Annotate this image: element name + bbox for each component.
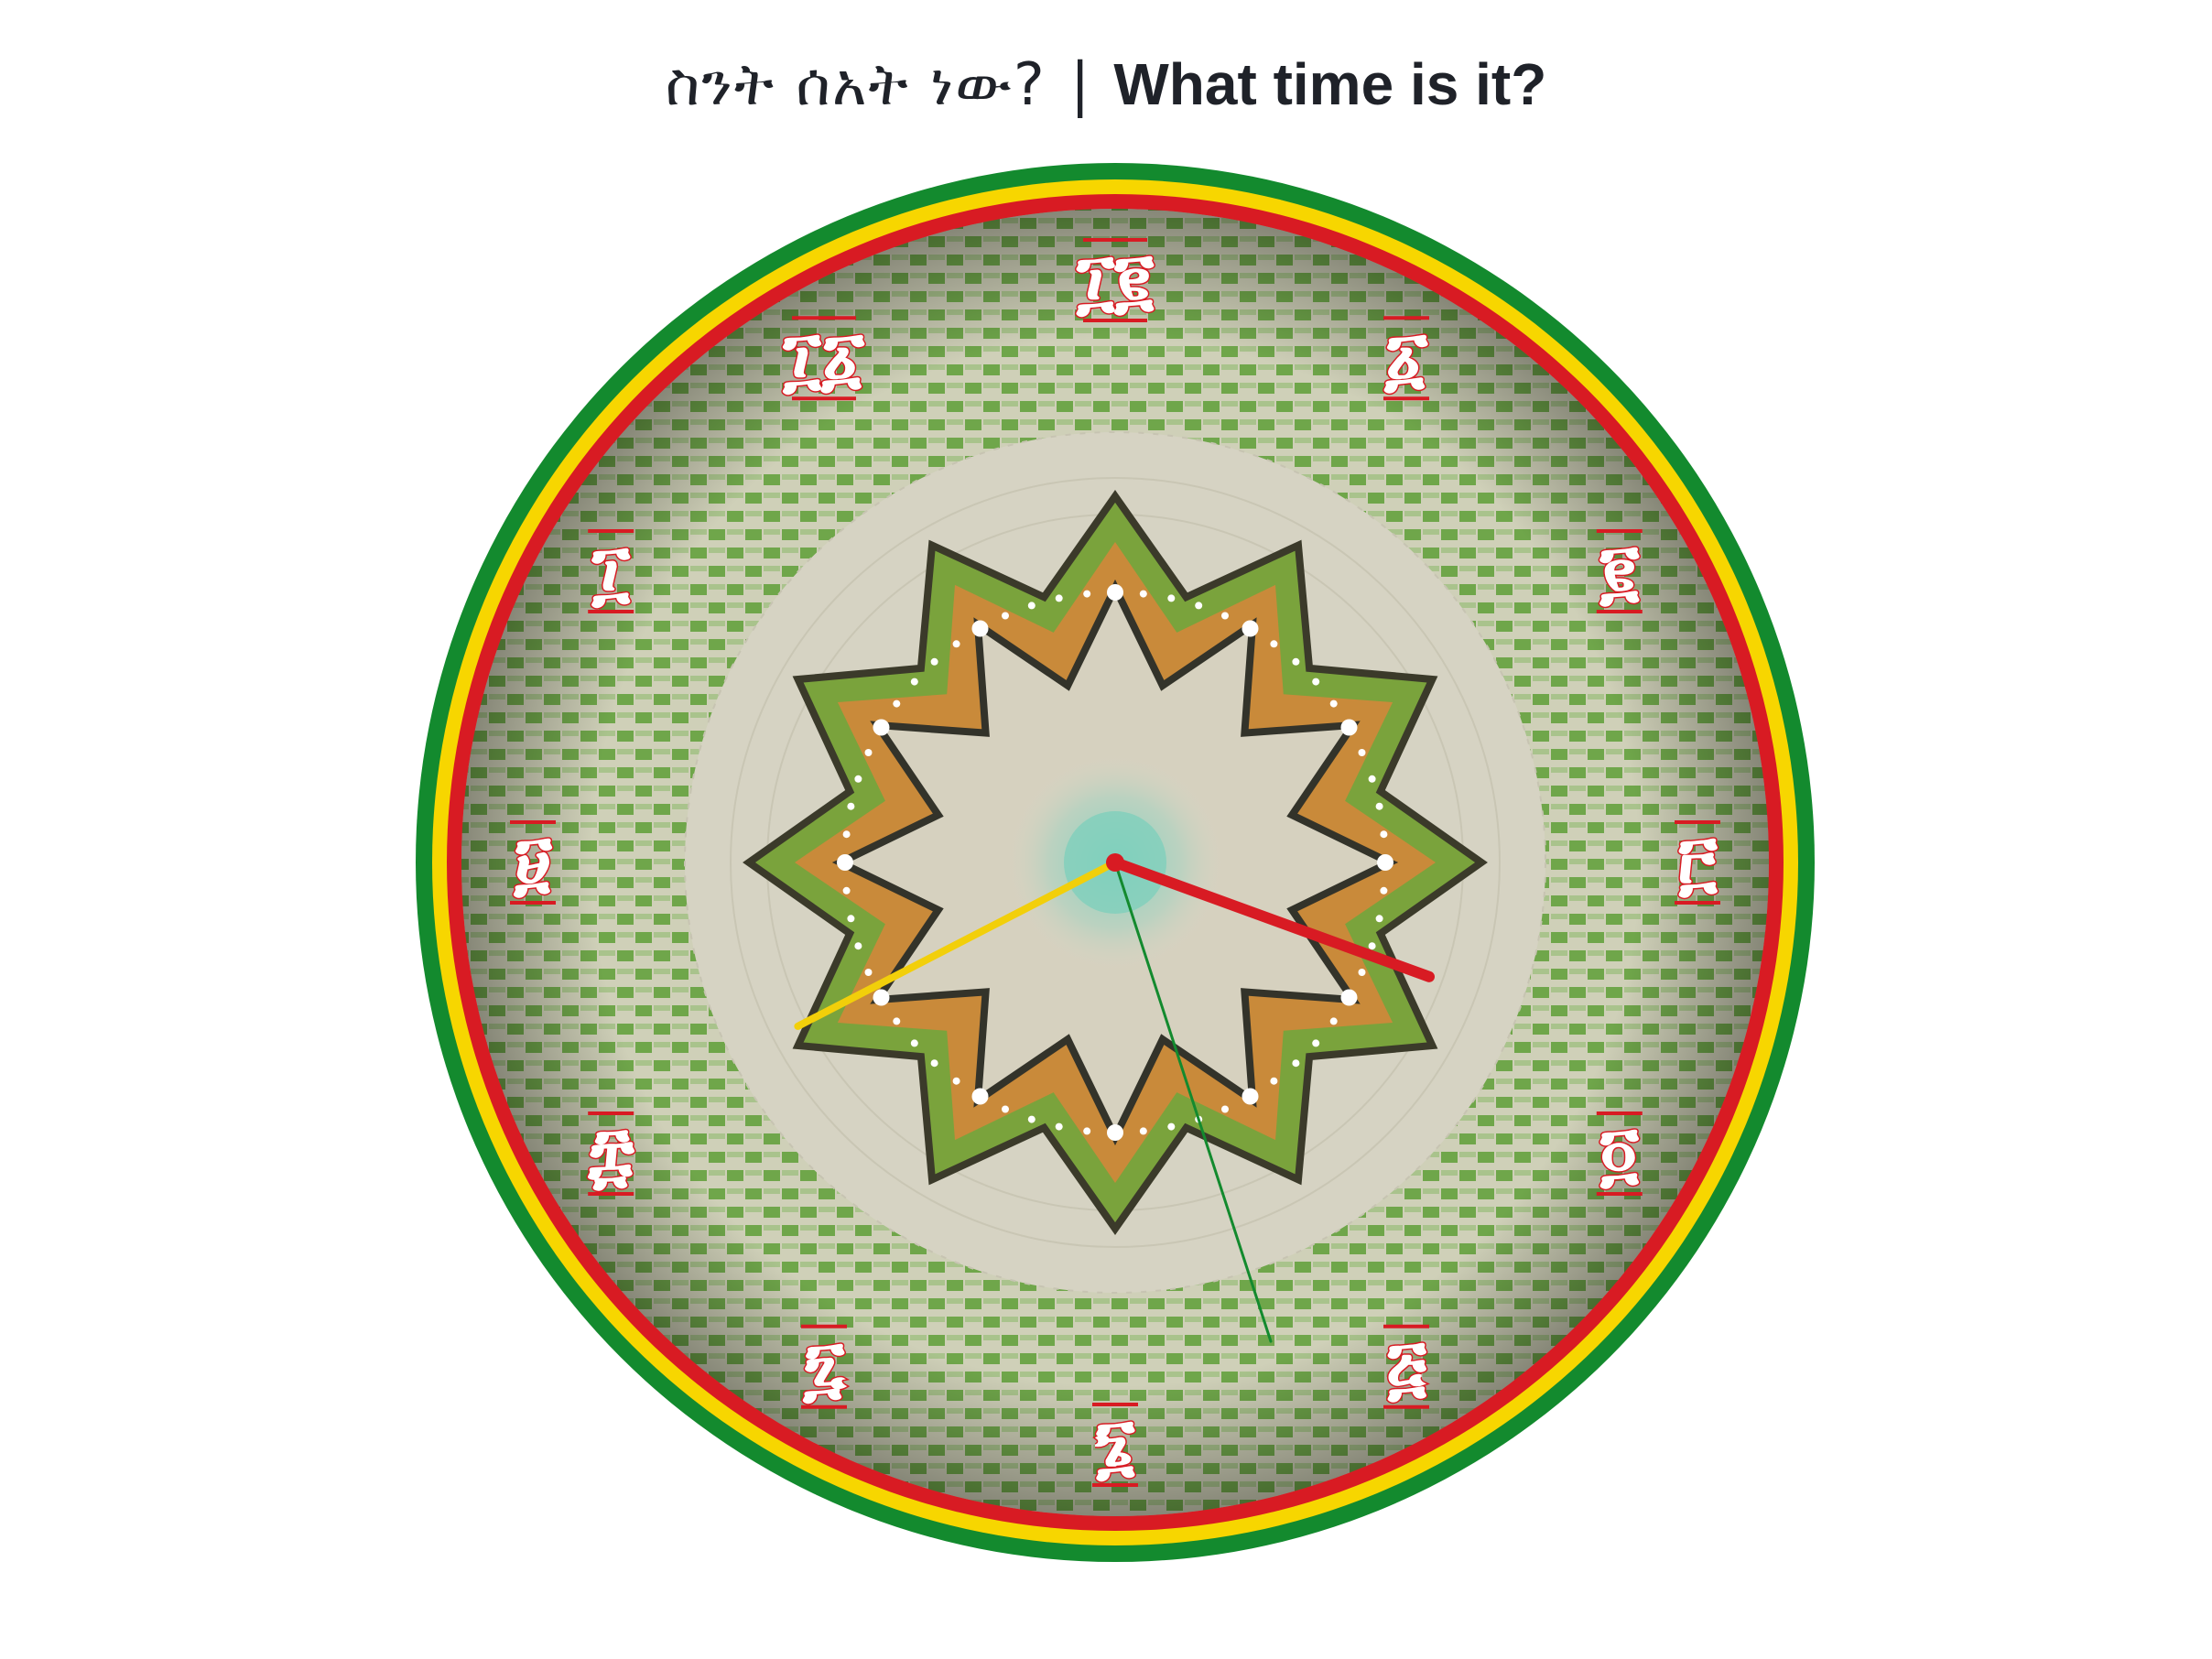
hour-dot (873, 719, 890, 736)
hour-dot (1107, 1124, 1123, 1141)
minute-dot (1221, 1105, 1229, 1113)
minute-dot (1292, 657, 1300, 666)
minute-dot (842, 886, 851, 895)
numeral-3: ፫ (1677, 821, 1718, 905)
minute-dot (930, 1059, 938, 1068)
minute-dot (1375, 802, 1383, 810)
minute-dot (1167, 1122, 1176, 1131)
hour-dot (873, 989, 890, 1006)
minute-dot (1002, 1105, 1009, 1113)
minute-dot (847, 915, 855, 923)
title-separator: | (1069, 51, 1090, 119)
clock-face-svg: ፲፪ ፩ ፪ ፫ ፬ ፭ ፮ ፯ ፰ ፱ ፲ ፲፩ (416, 163, 1815, 1562)
center-pin (1106, 853, 1124, 872)
minute-dot (1139, 590, 1147, 598)
minute-dot (1368, 775, 1376, 783)
hour-dot (1242, 620, 1259, 637)
minute-dot (910, 1039, 918, 1047)
clock: ፲፪ ፩ ፪ ፫ ፬ ፭ ፮ ፯ ፰ ፱ ፲ ፲፩ (416, 163, 1815, 1562)
hour-dot (971, 1088, 989, 1105)
minute-dot (842, 830, 851, 839)
minute-dot (1375, 915, 1383, 923)
minute-dot (1312, 678, 1320, 686)
minute-dot-ring (837, 584, 1393, 1141)
minute-dot (893, 1017, 901, 1025)
hour-hand (1110, 857, 1435, 982)
numeral-2: ፪ (1599, 530, 1640, 613)
minute-dot (1055, 594, 1063, 602)
minute-dot (1368, 942, 1376, 950)
minute-dot (952, 1077, 960, 1085)
hour-dot (971, 620, 989, 637)
numeral-9: ፱ (513, 821, 552, 905)
minute-dot (930, 657, 938, 666)
hour-dot (1242, 1088, 1259, 1105)
numeral-10: ፲ (591, 530, 630, 613)
hour-dot (1107, 584, 1123, 601)
minute-dot (1055, 1122, 1063, 1131)
minute-dot (1329, 699, 1338, 708)
minute-dot (1027, 602, 1036, 610)
numeral-8: ፰ (588, 1112, 635, 1196)
minute-dot (854, 942, 862, 950)
numeral-12: ፲፪ (1076, 239, 1155, 322)
minute-dot (1329, 1017, 1338, 1025)
hour-dot (837, 854, 853, 871)
minute-dot (1221, 612, 1229, 620)
hour-dot (1340, 719, 1358, 736)
minute-dot (1083, 590, 1091, 598)
minute-dot (1167, 594, 1176, 602)
numeral-5: ፭ (1386, 1325, 1427, 1408)
minute-dot (1195, 602, 1203, 610)
minute-dot (864, 969, 873, 976)
minute-dot (864, 749, 873, 756)
minute-dot (1027, 1115, 1036, 1123)
numerals: ፲፪ ፩ ፪ ፫ ፬ ፭ ፮ ፯ ፰ ፱ ፲ ፲፩ (510, 237, 1720, 1488)
page-title: ስንት ሰአት ነው? | What time is it? (0, 48, 2212, 122)
numeral-11: ፲፩ (782, 317, 865, 400)
title-amharic: ስንት ሰአት ነው? (665, 51, 1046, 119)
minute-dot (1358, 749, 1366, 756)
numeral-6: ፮ (1094, 1404, 1135, 1487)
minute-dot (1083, 1127, 1091, 1135)
second-hand (1113, 861, 1273, 1343)
hour-dot (1340, 989, 1358, 1006)
minute-hand (794, 859, 1119, 1030)
minute-dot (1380, 886, 1388, 895)
minute-dot (1270, 1077, 1278, 1085)
minute-dot (910, 678, 918, 686)
minute-dot (952, 640, 960, 648)
minute-dot (847, 802, 855, 810)
minute-dot (1380, 830, 1388, 839)
minute-dot (1358, 969, 1366, 976)
minute-dot (1292, 1059, 1300, 1068)
title-english: What time is it? (1113, 51, 1547, 117)
minute-dot (1270, 640, 1278, 648)
minute-dot (893, 699, 901, 708)
numeral-1: ፩ (1383, 317, 1428, 400)
minute-dot (1139, 1127, 1147, 1135)
minute-dot (1312, 1039, 1320, 1047)
minute-dot (854, 775, 862, 783)
numeral-4: ፬ (1599, 1112, 1639, 1196)
numeral-7: ፯ (802, 1325, 848, 1408)
minute-dot (1002, 612, 1009, 620)
hour-dot (1377, 854, 1393, 871)
